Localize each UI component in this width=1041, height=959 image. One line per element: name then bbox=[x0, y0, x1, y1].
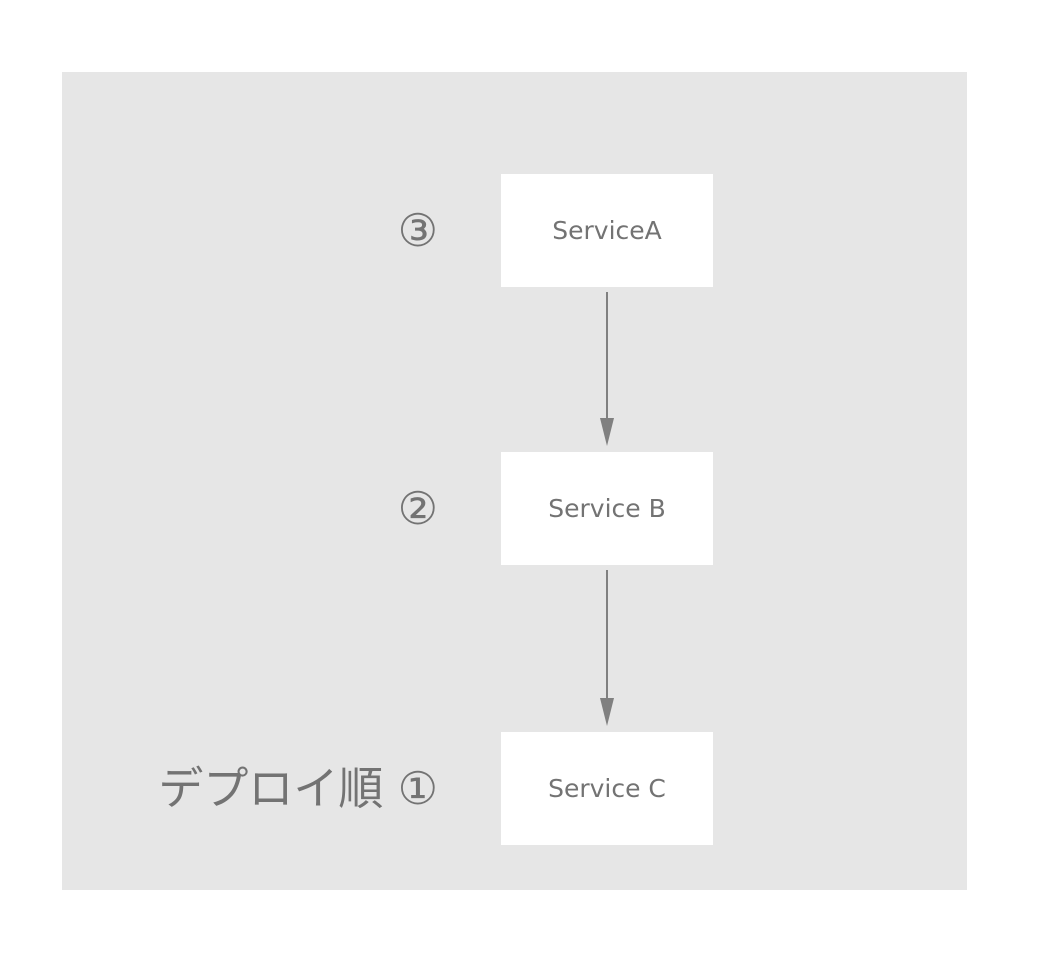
service-node-a[interactable]: ServiceA bbox=[501, 174, 713, 287]
service-node-label: ServiceA bbox=[552, 216, 662, 245]
deploy-order-label-a: ③ bbox=[397, 203, 438, 257]
edge-a-to-b bbox=[600, 292, 614, 446]
deploy-order-label-b: ② bbox=[397, 481, 438, 535]
service-node-label: Service C bbox=[548, 774, 666, 803]
service-node-label: Service B bbox=[548, 494, 666, 523]
edge-b-to-c bbox=[600, 570, 614, 726]
service-node-c[interactable]: Service C bbox=[501, 732, 713, 845]
deploy-order-label-c: デプロイ順 ① bbox=[158, 761, 438, 815]
arrowhead-icon bbox=[600, 418, 614, 446]
service-node-b[interactable]: Service B bbox=[501, 452, 713, 565]
arrowhead-icon bbox=[600, 698, 614, 726]
